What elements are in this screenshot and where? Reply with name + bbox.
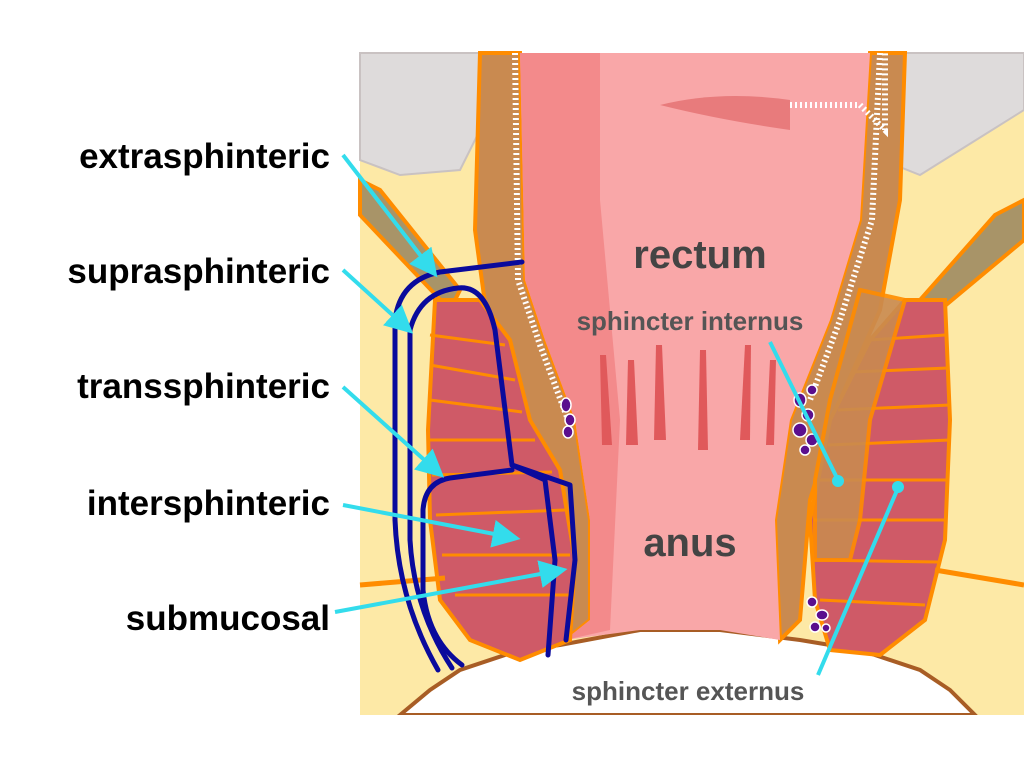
arrow-suprasphinteric (341, 268, 414, 334)
label-suprasphinteric: suprasphinteric (67, 252, 330, 291)
perineal-fascia-right (934, 567, 1024, 588)
mucosa-fringe-top-right (790, 53, 888, 138)
arrow-submucosal (334, 560, 568, 614)
label-rectum: rectum (633, 233, 766, 277)
hemorrhoidal-plexus (560, 384, 831, 633)
pointer-internus-dot (832, 475, 844, 487)
fistula-tracts (392, 259, 578, 673)
lumen-shadow (520, 53, 620, 640)
below-skin-white (360, 715, 1024, 768)
pointer-externus-dot (892, 481, 904, 493)
label-sphincter-internus: sphincter internus (577, 306, 804, 336)
label-transsphinteric: transsphinteric (77, 367, 330, 406)
mucosa-fringe-left (512, 52, 573, 427)
arrow-extrasphinteric (341, 153, 438, 278)
sphincter-internus-right-band (813, 287, 908, 562)
pointer-sphincter-externus (816, 487, 900, 676)
label-submucosal: submucosal (126, 599, 330, 638)
arrow-intersphinteric (342, 503, 521, 548)
label-intersphinteric: intersphinteric (87, 484, 330, 523)
submucosal-tract (509, 462, 578, 643)
label-anus: anus (643, 521, 736, 565)
sphincter-pointers (768, 341, 904, 676)
label-sphincter-externus: sphincter externus (572, 676, 805, 706)
rectal-fold (660, 96, 790, 130)
pointer-arrows (334, 153, 568, 614)
pointer-sphincter-internus (768, 341, 840, 481)
transsphinteric-tract (420, 467, 515, 668)
arrow-transsphinteric (341, 385, 445, 478)
label-extrasphinteric: extrasphinteric (79, 137, 330, 176)
anal-columns (600, 345, 776, 450)
extrasphinteric-tract (392, 259, 525, 673)
